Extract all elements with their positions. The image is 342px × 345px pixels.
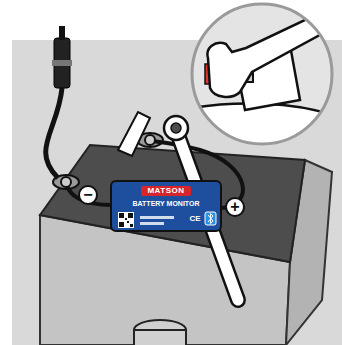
wrench-head — [164, 116, 188, 140]
qr-code — [125, 218, 127, 220]
qr-code — [118, 212, 134, 228]
detail-inset-border — [192, 4, 332, 144]
qr-code — [118, 212, 134, 228]
wrench-head — [171, 123, 181, 133]
qr-code — [127, 221, 129, 223]
bluetooth-icon — [205, 212, 216, 225]
bluetooth-icon — [208, 214, 213, 224]
plus-sign: + — [225, 197, 245, 217]
dc-plug — [59, 26, 65, 40]
qr-code — [119, 222, 124, 227]
cap — [134, 330, 186, 345]
qr-code — [130, 224, 133, 227]
fine-print — [140, 222, 164, 225]
fine-print — [140, 216, 174, 219]
dc-plug — [52, 60, 72, 66]
battery-monitor-device: MATSON BATTERY MONITOR — [110, 180, 222, 232]
clamp — [118, 112, 150, 156]
battery-top — [40, 145, 305, 262]
brand-name: MATSON — [141, 186, 190, 196]
ring-lug — [145, 135, 155, 145]
qr-code — [119, 213, 124, 218]
ring-lug — [61, 177, 71, 187]
product-name: BATTERY MONITOR — [132, 199, 199, 208]
plug-cable — [46, 88, 62, 178]
wrench — [207, 8, 340, 97]
ce-mark: CE — [188, 213, 202, 224]
qr-code — [128, 213, 133, 218]
negative-lead — [66, 184, 112, 205]
minus-sign: − — [78, 185, 98, 205]
